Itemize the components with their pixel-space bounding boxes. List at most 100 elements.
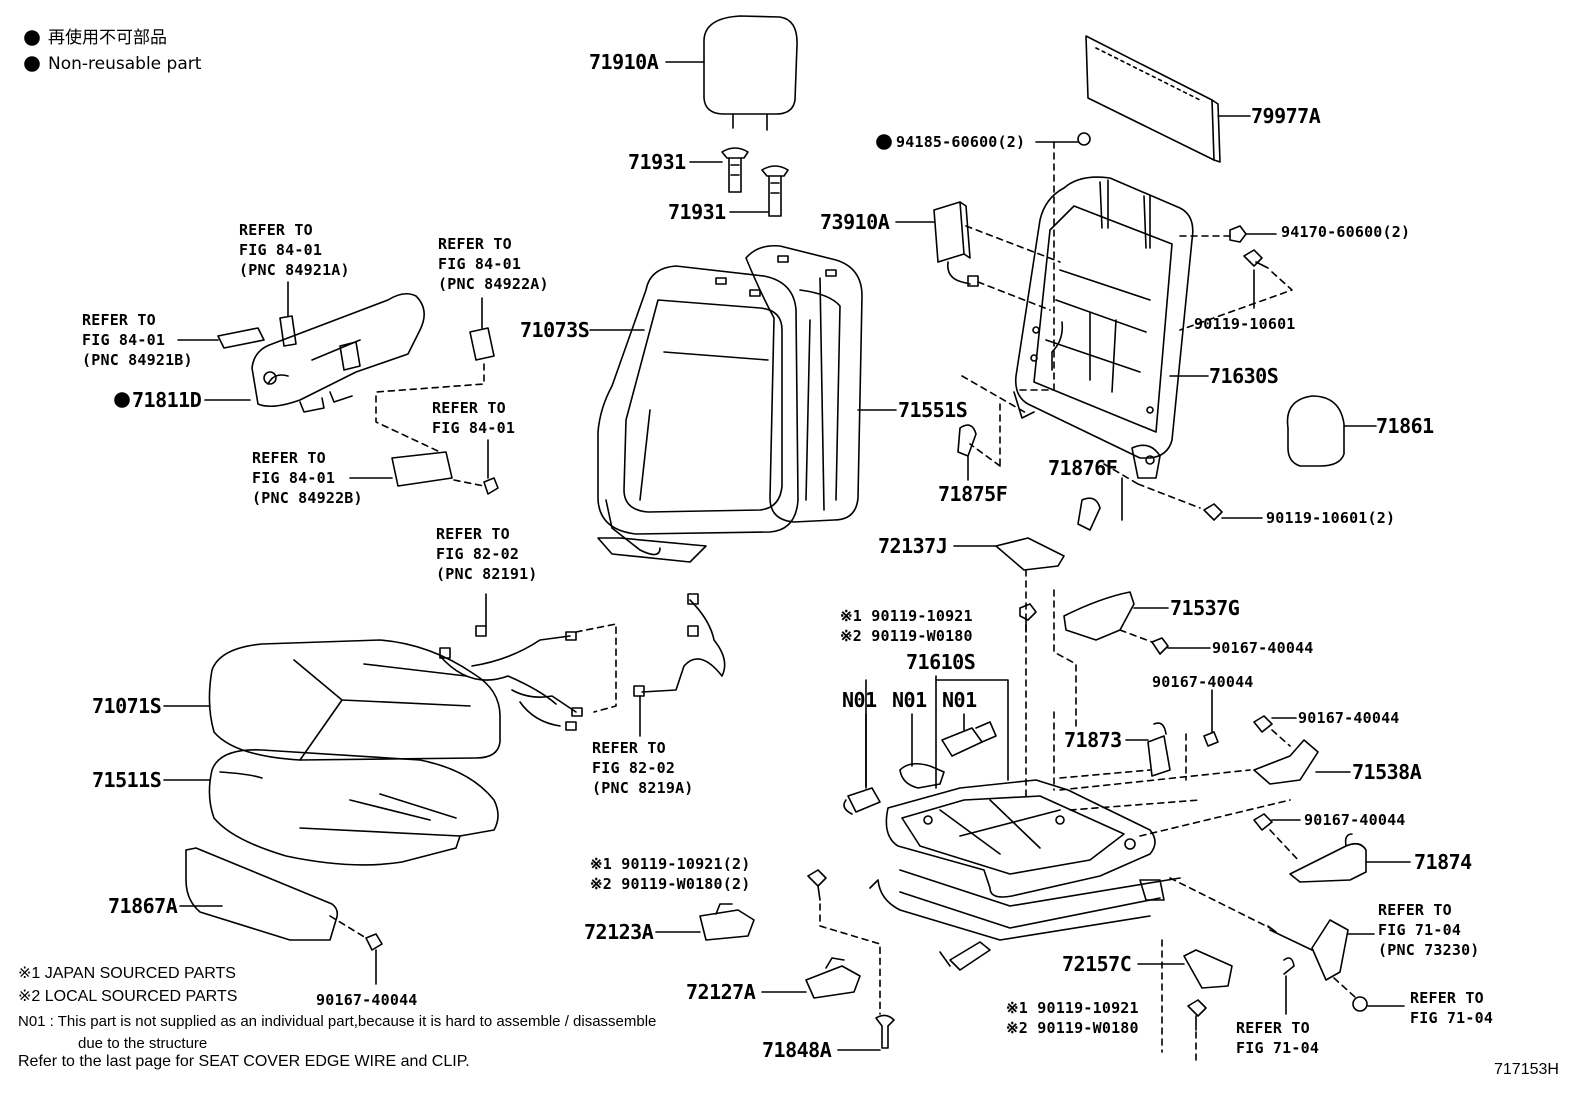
cover-71875F — [957, 424, 977, 457]
label-71551S: 71551S — [898, 398, 968, 422]
bracket-71537G — [1063, 591, 1135, 641]
bolt-90119-10601 — [1243, 249, 1269, 269]
label-71931a: 71931 — [628, 150, 686, 174]
bolt-90167-40044a — [365, 933, 383, 951]
screw-84-01 — [483, 477, 499, 495]
pad-79977A — [1085, 35, 1221, 163]
label-73910A: 73910A — [820, 210, 890, 234]
seatback-cover-71073S — [597, 265, 799, 563]
refer-71-04-b: REFER TO FIG 71-04 — [1410, 989, 1494, 1027]
label-71630S: 71630S — [1209, 364, 1279, 388]
bolt-71848A — [875, 1014, 895, 1049]
label-72157C: 72157C — [1062, 952, 1132, 976]
label-71071S: 71071S — [92, 694, 162, 718]
figure-code: 717153H — [1494, 1061, 1559, 1078]
note-japan-sourced: ※1 JAPAN SOURCED PARTS — [18, 965, 236, 982]
refer-84921B: REFER TO FIG 84-01 (PNC 84921B) — [82, 311, 193, 369]
switch-84922A — [469, 327, 495, 361]
bracket-71873 — [1147, 722, 1171, 777]
label-72123A: 72123A — [584, 920, 654, 944]
note-local-sourced: ※2 LOCAL SOURCED PARTS — [18, 988, 238, 1005]
note-edge-wire: Refer to the last page for SEAT COVER ED… — [18, 1053, 470, 1070]
cover-72127A — [805, 957, 861, 999]
motor-N01-b — [899, 762, 945, 789]
label-71910A: 71910A — [589, 50, 659, 74]
label-71811D: 71811D — [132, 388, 202, 412]
label-72127A: 72127A — [686, 980, 756, 1004]
knob-84921A — [279, 315, 297, 347]
legend-en: Non-reusable part — [48, 54, 202, 74]
bolt-90167-40044e — [1253, 813, 1273, 831]
panel-71867A — [185, 847, 339, 941]
bolt-90167-40044b — [1151, 637, 1169, 655]
label-90167-40044a: 90167-40044 — [316, 991, 418, 1009]
label-mark1-10921-left: ※1 90119-10921(2) — [590, 855, 751, 873]
label-90167-40044d: 90167-40044 — [1298, 709, 1400, 727]
label-72137J: 72137J — [878, 534, 948, 558]
note-n01-cont: due to the structure — [78, 1035, 208, 1052]
label-71875F: 71875F — [938, 482, 1008, 506]
note-n01: N01 : This part is not supplied as an in… — [18, 1013, 657, 1030]
bolt-90119-10921-upper — [1019, 603, 1037, 633]
bracket-72137J — [995, 537, 1065, 571]
motor-N01-c — [941, 721, 997, 757]
label-71931b: 71931 — [668, 200, 726, 224]
bolt-90167-40044c — [1203, 731, 1219, 747]
label-90167-40044c: 90167-40044 — [1152, 673, 1254, 691]
wire-harness-82191 — [439, 625, 583, 731]
refer-84-01: REFER TO FIG 84-01 — [432, 399, 516, 437]
bracket-71874 — [1289, 833, 1367, 883]
cover-72157C — [1183, 949, 1233, 989]
label-71537G: 71537G — [1170, 596, 1240, 620]
cover-71876F — [1077, 497, 1101, 531]
anchor-71-04 — [1283, 957, 1295, 975]
label-mark1-10921-upper: ※1 90119-10921 — [840, 607, 973, 625]
refer-73230: REFER TO FIG 71-04 (PNC 73230) — [1378, 901, 1480, 959]
sensor-73910A — [933, 201, 979, 287]
label-94185: 94185-60600(2) — [896, 133, 1026, 151]
refer-84922A: REFER TO FIG 84-01 (PNC 84922A) — [438, 235, 549, 293]
label-N01-b: N01 — [892, 688, 927, 712]
label-94170: 94170-60600(2) — [1281, 223, 1411, 241]
label-71876F: 71876F — [1048, 456, 1118, 480]
label-71867A: 71867A — [108, 894, 178, 918]
bolt-90119-10921-left — [807, 869, 827, 901]
legend-dot-en — [24, 56, 40, 72]
switch-84922B — [391, 451, 453, 487]
headrest-drawing — [703, 15, 798, 131]
side-shield-71811D — [251, 292, 425, 413]
headrest-guide-right — [761, 165, 789, 217]
dot-71811D — [114, 392, 130, 408]
label-N01-a: N01 — [842, 688, 877, 712]
cushion-cover-71071S — [208, 639, 501, 761]
label-71610S: 71610S — [906, 650, 976, 674]
bracket-71538A — [1253, 739, 1319, 785]
label-mark2-W0180-lower: ※2 90119-W0180 — [1006, 1019, 1139, 1037]
label-71874: 71874 — [1414, 850, 1472, 874]
label-mark2-W0180-upper: ※2 90119-W0180 — [840, 627, 973, 645]
adjuster-71610S — [869, 779, 1181, 971]
bolt-90119-10921-right — [1187, 999, 1207, 1031]
label-N01-c: N01 — [942, 688, 977, 712]
refer-84921A: REFER TO FIG 84-01 (PNC 84921A) — [239, 221, 350, 279]
label-90119-10601: 90119-10601 — [1194, 315, 1296, 333]
refer-8219A: REFER TO FIG 82-02 (PNC 8219A) — [592, 739, 694, 797]
dot-94185 — [876, 134, 892, 150]
label-90119-10601-2: 90119-10601(2) — [1266, 509, 1396, 527]
cushion-pad-71511S — [208, 749, 499, 866]
seatback-pad-71551S — [745, 244, 863, 523]
buckle-73230 — [1311, 919, 1349, 981]
label-71538A: 71538A — [1352, 760, 1422, 784]
knob-84921B — [217, 327, 265, 349]
cover-72123A — [699, 903, 755, 941]
refer-71-04-a: REFER TO FIG 71-04 — [1236, 1019, 1320, 1057]
refer-84922B: REFER TO FIG 84-01 (PNC 84922B) — [252, 449, 363, 507]
bolt-90167-40044d — [1253, 715, 1273, 733]
label-79977A: 79977A — [1251, 104, 1321, 128]
nut-94185 — [1077, 132, 1091, 146]
label-71511S: 71511S — [92, 768, 162, 792]
label-mark1-10921-lower: ※1 90119-10921 — [1006, 999, 1139, 1017]
label-71073S: 71073S — [520, 318, 590, 342]
